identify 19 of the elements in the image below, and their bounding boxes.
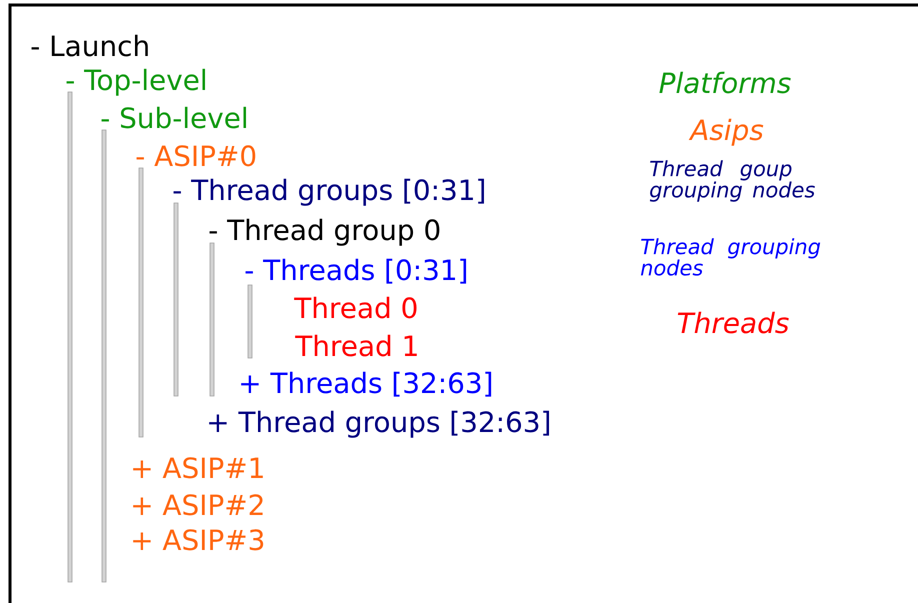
key-text: Thread grouping nodes — [640, 238, 820, 276]
tree-item-text: - Thread groups [0:31] — [174, 178, 484, 206]
tree-item-text: + Thread groups [32:63] — [209, 410, 550, 438]
tree-item-text: + ASIP#3 — [133, 529, 264, 550]
tree-item-text: - Threads [0:31] — [246, 258, 466, 284]
tree-item-text: Thread 1 — [295, 334, 417, 356]
tree-item-text: - ASIP#0 — [136, 145, 256, 166]
key-text: Asips — [688, 118, 764, 146]
tree-item-text: - Thread group 0 — [210, 218, 440, 246]
key-text: Platforms — [659, 72, 791, 94]
tree-item-text: - Top-level — [66, 68, 206, 96]
tree-item-text: + Threads [32:63] — [241, 372, 492, 397]
tree-item-text: - Sub-level — [102, 106, 246, 128]
key-text: Thread goup grouping nodes — [650, 160, 815, 202]
tree-item-text: Thread 0 — [294, 296, 416, 318]
key-text: Threads — [678, 312, 789, 334]
tree-item-text: + ASIP#2 — [133, 494, 263, 516]
tree-item-text: + ASIP#1 — [133, 457, 263, 478]
tree-item-text: - Launch — [32, 34, 148, 56]
